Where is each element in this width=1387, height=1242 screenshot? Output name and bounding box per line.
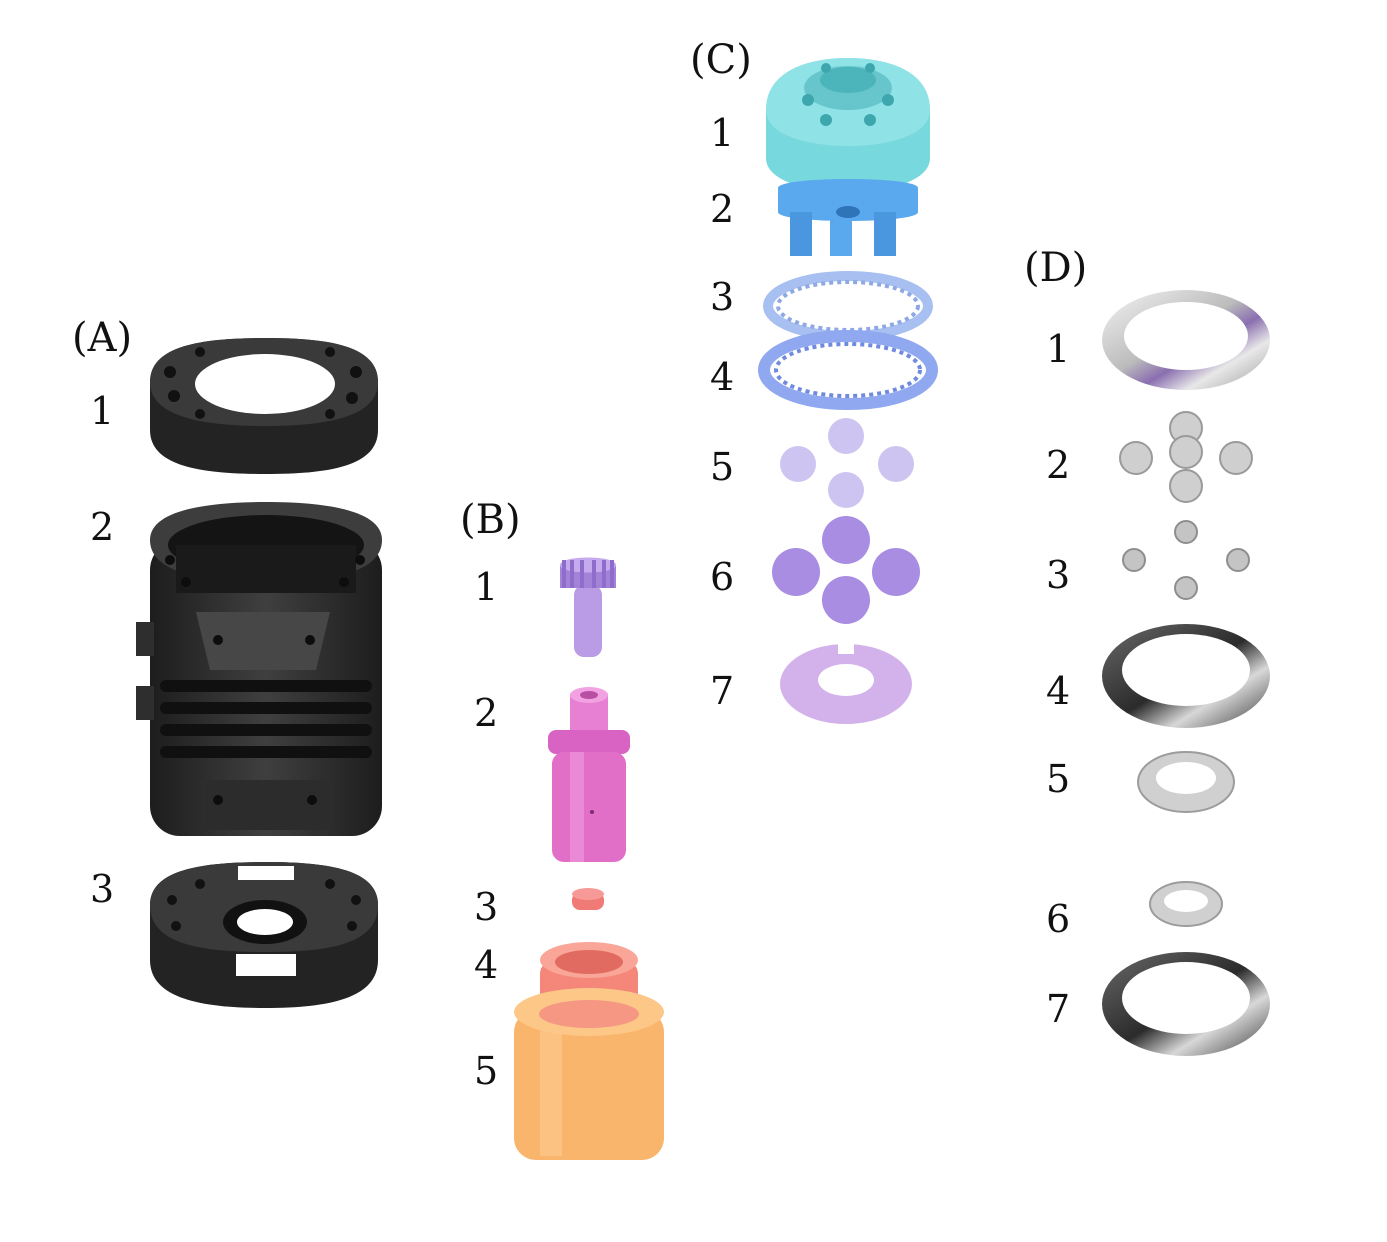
part-d5-ball-bearing — [1137, 751, 1235, 813]
part-a3-bottom-plate — [150, 862, 378, 1008]
group-b-item-5-label: 5 — [474, 1049, 499, 1093]
group-a-item-3-label: 3 — [90, 867, 115, 911]
group-c-item-3-label: 3 — [710, 275, 735, 319]
part-b5-outer-cylinder — [514, 988, 664, 1160]
group-a-label: (A) — [72, 315, 133, 361]
part-c4-ring-gear — [758, 330, 938, 410]
group-d-item-6-label: 6 — [1046, 897, 1071, 941]
part-d4-bearing-dark — [1102, 624, 1270, 728]
group-c-item-5-label: 5 — [710, 445, 735, 489]
part-c3-ring-gear — [763, 271, 933, 341]
group-d-item-3-label: 3 — [1046, 553, 1071, 597]
group-a-item-2-label: 2 — [90, 505, 115, 549]
group-c-item-4-label: 4 — [710, 355, 735, 399]
group-d-item-4-label: 4 — [1046, 669, 1071, 713]
group-c-item-6-label: 6 — [710, 555, 735, 599]
part-c6-planet-gears — [772, 516, 920, 624]
part-b3-washer — [572, 888, 604, 910]
group-b-label: (B) — [460, 497, 521, 543]
part-d7-bearing-dark — [1102, 952, 1270, 1056]
group-b-item-1-label: 1 — [474, 565, 499, 609]
group-d-item-7-label: 7 — [1046, 987, 1071, 1031]
group-c-label: (C) — [690, 37, 752, 83]
part-d1-bearing — [1102, 290, 1270, 390]
part-d2-nuts — [1119, 411, 1253, 503]
group-d-item-5-label: 5 — [1046, 757, 1071, 801]
group-d-label: (D) — [1024, 245, 1088, 291]
part-d3-screws — [1122, 520, 1250, 600]
group-c-item-7-label: 7 — [710, 669, 735, 713]
part-b1-pinion-shaft — [560, 557, 616, 657]
part-c1-cap — [766, 58, 930, 192]
part-a2-housing — [136, 502, 382, 836]
group-a-item-1-label: 1 — [90, 389, 115, 433]
group-c-item-1-label: 1 — [710, 111, 735, 155]
group-b-item-2-label: 2 — [474, 691, 499, 735]
part-c7-base-plate — [780, 644, 912, 724]
group-c-item-2-label: 2 — [710, 187, 735, 231]
group-d-item-2-label: 2 — [1046, 443, 1071, 487]
group-b-item-4-label: 4 — [474, 943, 499, 987]
part-d6-ball-bearing — [1149, 881, 1223, 927]
part-a1-top-plate — [150, 338, 378, 474]
group-b-item-3-label: 3 — [474, 885, 499, 929]
part-b2-sleeve — [548, 687, 630, 862]
part-c5-planet-gears-small — [780, 418, 914, 508]
part-c2-carrier — [778, 179, 918, 256]
group-d-item-1-label: 1 — [1046, 327, 1071, 371]
